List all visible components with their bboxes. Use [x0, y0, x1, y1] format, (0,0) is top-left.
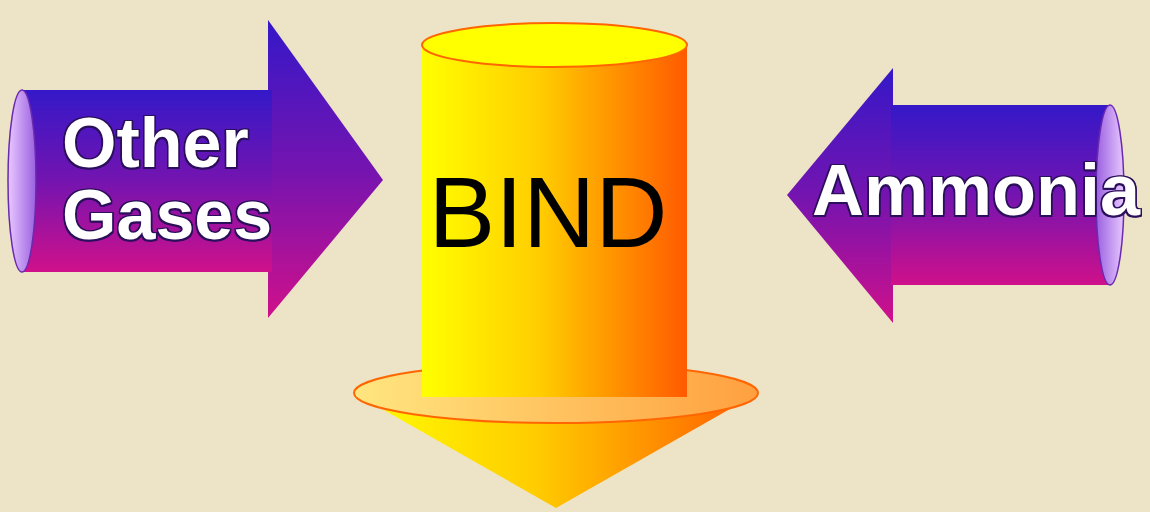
- node-label: Ammonia: [812, 153, 1140, 227]
- bind-cylinder: BIND: [350, 20, 762, 512]
- gas-arrow: Ammonia: [785, 60, 1147, 330]
- node-label: Other Gases: [62, 107, 302, 251]
- gas-arrow: Other Gases: [6, 16, 388, 322]
- cylinder-shape: [350, 20, 762, 512]
- node-label: BIND: [429, 161, 668, 264]
